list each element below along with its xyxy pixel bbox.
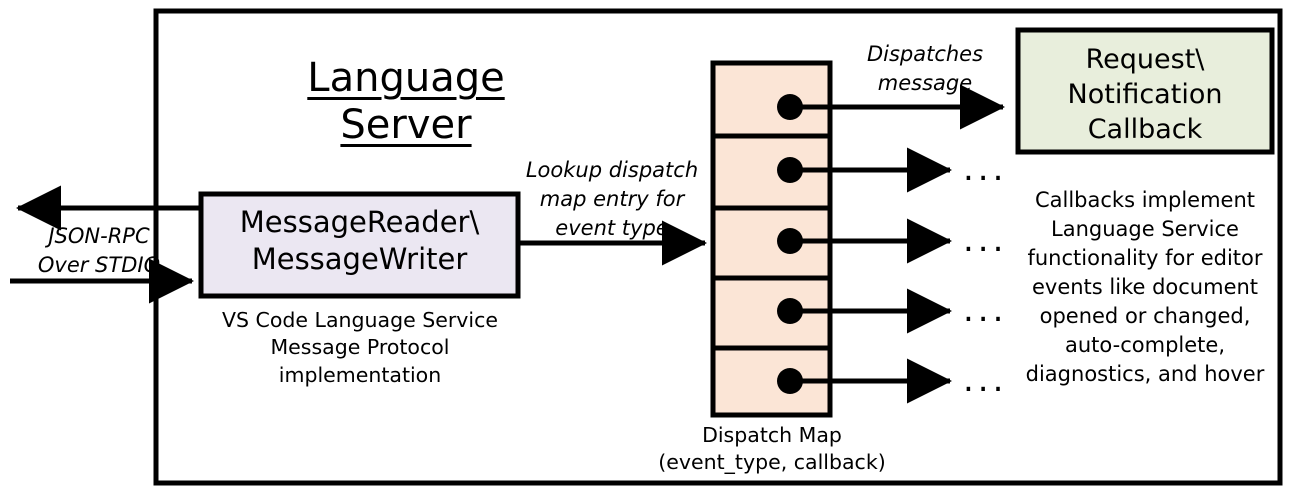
dispatch-row-4-link: [777, 288, 952, 334]
language-server-container: [153, 8, 1283, 486]
dispatches-message-label: Dispatches message: [866, 42, 984, 95]
message-reader-writer-label: MessageReader\ MessageWriter: [239, 205, 480, 277]
page-title: Language Server: [307, 55, 505, 149]
ellipsis-row-2: ...: [963, 149, 1008, 189]
dispatch-map-table: [710, 60, 833, 418]
dispatch-row-1-link: [777, 84, 1005, 130]
callback-box-label: Request\ Notification Callback: [1067, 44, 1223, 146]
dispatch-row-2-link: [777, 147, 952, 193]
dispatch-row-5-link: [777, 358, 952, 404]
entry-dot: [777, 228, 803, 254]
ellipsis-row-3: ...: [963, 220, 1008, 260]
dispatch-map-caption: Dispatch Map (event_type, callback): [658, 423, 886, 475]
lookup-dispatch-label: Lookup dispatch map entry for event type: [525, 158, 699, 240]
json-rpc-label: JSON-RPC Over STDIO: [37, 224, 161, 277]
entry-dot: [777, 94, 803, 120]
entry-dot: [777, 298, 803, 324]
callback-box-caption: Callbacks implement Language Service fun…: [1025, 188, 1265, 386]
message-reader-writer-box: [198, 191, 521, 299]
ellipsis-row-4: ...: [963, 290, 1008, 330]
dispatch-map-cell: [710, 60, 833, 139]
dispatch-row-3-link: [777, 218, 952, 264]
request-notification-callback-box: [1015, 27, 1275, 155]
entry-dot: [777, 157, 803, 183]
message-box-caption: VS Code Language Service Message Protoco…: [222, 308, 498, 387]
ellipsis-row-5: ...: [963, 360, 1008, 400]
entry-dot: [777, 368, 803, 394]
